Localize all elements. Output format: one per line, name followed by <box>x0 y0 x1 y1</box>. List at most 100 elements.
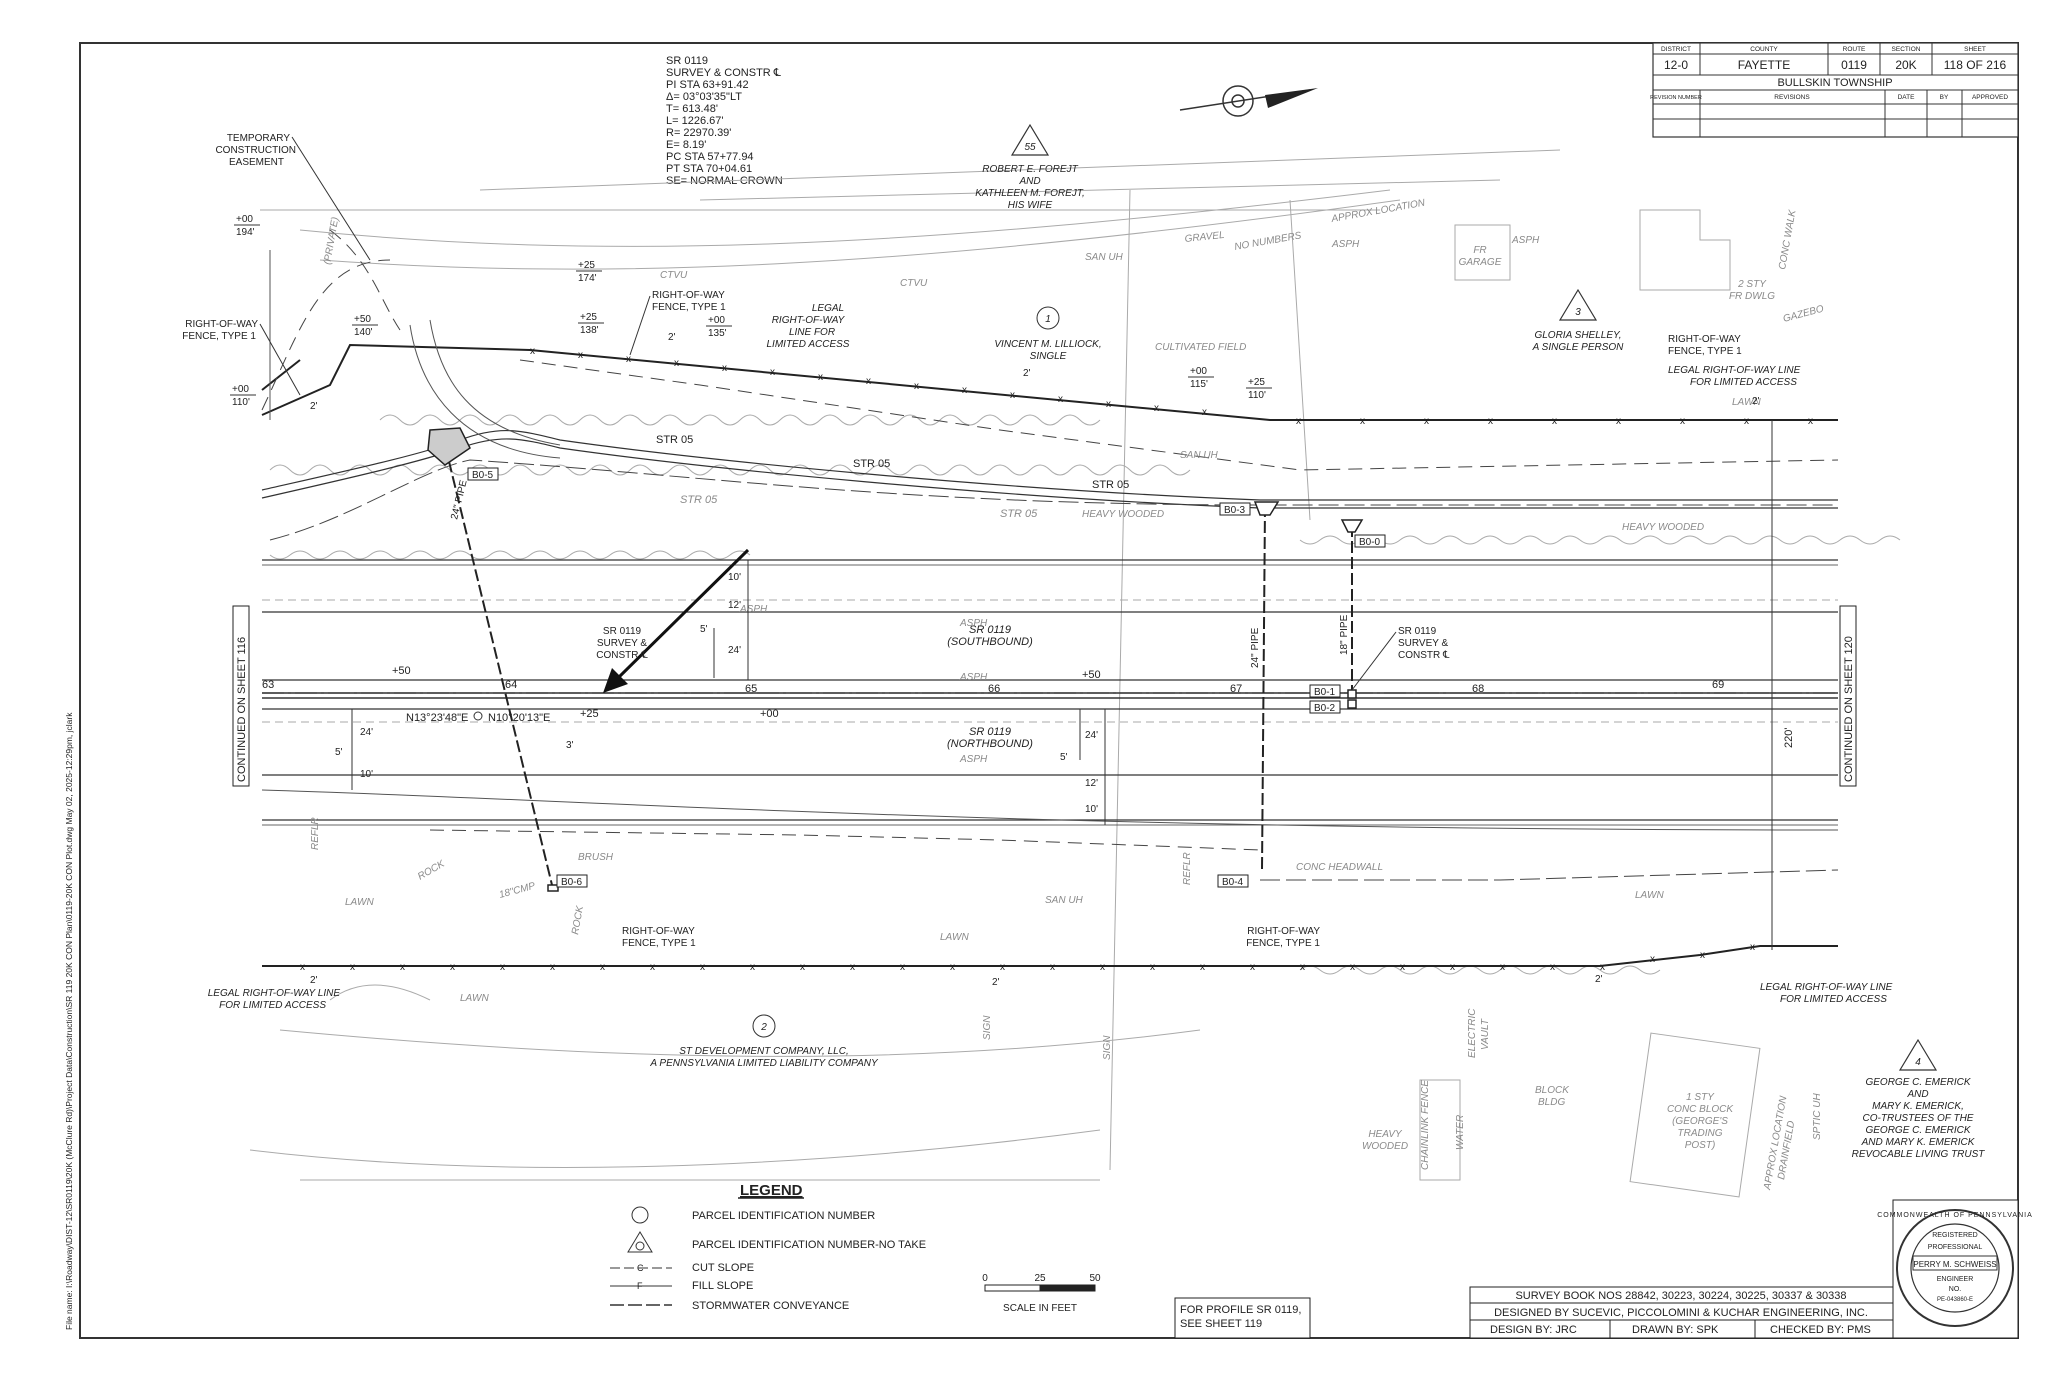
svg-text:+50: +50 <box>392 665 411 677</box>
svg-text:69: 69 <box>1712 679 1724 691</box>
svg-text:SR 0119: SR 0119 <box>666 55 708 67</box>
svg-text:+00: +00 <box>236 214 253 225</box>
svg-text:PROFESSIONAL: PROFESSIONAL <box>1928 1244 1983 1251</box>
svg-text:2': 2' <box>1752 396 1760 407</box>
svg-text:DESIGNED BY SUCEVIC, PICCOLOMI: DESIGNED BY SUCEVIC, PICCOLOMINI & KUCHA… <box>1494 1307 1868 1319</box>
svg-text:PC STA 57+77.94: PC STA 57+77.94 <box>666 151 754 163</box>
stream-labels: STR 05 STR 05 STR 05 STR 05 STR 05 <box>656 434 1129 520</box>
svg-text:x: x <box>1360 416 1365 427</box>
svg-text:A PENNSYLVANIA LIMITED LIABILI: A PENNSYLVANIA LIMITED LIABILITY COMPANY <box>649 1058 879 1069</box>
svg-text:x: x <box>818 372 823 383</box>
svg-text:TEMPORARY: TEMPORARY <box>227 133 290 144</box>
svg-text:GEORGE C. EMERICK: GEORGE C. EMERICK <box>1865 1077 1971 1088</box>
survey-constr-label-right: SR 0119 SURVEY & CONSTR ℄ <box>1351 626 1450 691</box>
svg-text:x: x <box>1650 954 1655 965</box>
svg-text:x: x <box>1744 416 1749 427</box>
svg-text:x: x <box>750 962 755 973</box>
svg-text:RIGHT-OF-WAY: RIGHT-OF-WAY <box>772 315 846 326</box>
svg-text:ENGINEER: ENGINEER <box>1937 1276 1974 1283</box>
svg-text:x: x <box>962 385 967 396</box>
svg-text:SAN UH: SAN UH <box>1045 895 1084 906</box>
svg-text:E= 8.19': E= 8.19' <box>666 139 706 151</box>
svg-text:24': 24' <box>1085 730 1098 741</box>
svg-text:LINE FOR: LINE FOR <box>789 327 835 338</box>
svg-text:LAWN: LAWN <box>1732 397 1761 408</box>
svg-text:x: x <box>850 962 855 973</box>
svg-text:GLORIA SHELLEY,: GLORIA SHELLEY, <box>1534 330 1621 341</box>
parcel-triangle-icon <box>1558 288 1598 321</box>
svg-text:SIGN: SIGN <box>982 1015 993 1040</box>
svg-text:PARCEL IDENTIFICATION NUMBER-N: PARCEL IDENTIFICATION NUMBER-NO TAKE <box>692 1239 926 1251</box>
svg-text:FILL SLOPE: FILL SLOPE <box>692 1280 753 1292</box>
footer-block: SURVEY BOOK NOS 28842, 30223, 30224, 302… <box>1469 1286 1894 1339</box>
svg-text:VAULT: VAULT <box>1480 1018 1491 1050</box>
svg-text:0: 0 <box>982 1273 988 1284</box>
svg-text:+00: +00 <box>760 708 779 720</box>
svg-text:x: x <box>1550 962 1555 973</box>
svg-text:x: x <box>1058 394 1063 405</box>
svg-text:PARCEL IDENTIFICATION NUMBER: PARCEL IDENTIFICATION NUMBER <box>692 1210 875 1222</box>
structure-b06-icon <box>547 884 559 892</box>
svg-text:138': 138' <box>580 325 599 336</box>
svg-text:135': 135' <box>708 328 727 339</box>
row-fence-upper <box>261 343 1838 421</box>
svg-text:(PRIVATE): (PRIVATE) <box>322 216 341 265</box>
svg-text:x: x <box>914 381 919 392</box>
svg-text:NO.: NO. <box>1949 1286 1962 1293</box>
svg-text:ASPH: ASPH <box>1331 239 1360 250</box>
svg-text:x: x <box>578 350 583 361</box>
svg-text:x: x <box>1700 950 1705 961</box>
svg-text:x: x <box>550 962 555 973</box>
svg-text:2': 2' <box>668 332 676 343</box>
svg-text:F: F <box>637 1281 643 1291</box>
svg-text:2': 2' <box>992 977 1000 988</box>
north-arrow-icon <box>1179 85 1318 117</box>
svg-text:x: x <box>800 962 805 973</box>
survey-constr-label-left: SR 0119 SURVEY & CONSTR ℄ <box>596 626 648 661</box>
svg-text:3: 3 <box>1575 307 1581 318</box>
legend-parcel-circle-icon <box>631 1206 649 1224</box>
legend-title: LEGEND <box>740 1182 803 1199</box>
row-fence-label-top: RIGHT-OF-WAY FENCE, TYPE 1 <box>629 290 726 356</box>
svg-text:68: 68 <box>1472 683 1484 695</box>
svg-text:HEAVY: HEAVY <box>1368 1129 1403 1140</box>
private-drive <box>269 250 561 459</box>
svg-text:B0-3: B0-3 <box>1224 505 1246 516</box>
svg-text:x: x <box>450 962 455 973</box>
svg-text:FOR LIMITED ACCESS: FOR LIMITED ACCESS <box>219 1000 326 1011</box>
svg-text:2': 2' <box>1595 974 1603 985</box>
svg-text:WATER: WATER <box>1455 1115 1466 1150</box>
title-block: DISTRICT COUNTY ROUTE SECTION SHEET 12-0… <box>1650 42 2019 138</box>
svg-text:x: x <box>1616 416 1621 427</box>
svg-text:GEORGE C. EMERICK: GEORGE C. EMERICK <box>1865 1125 1971 1136</box>
svg-text:REGISTERED: REGISTERED <box>1932 1232 1978 1239</box>
tb-rev-number: REVISION NUMBER <box>1650 95 1702 101</box>
svg-text:RIGHT-OF-WAY: RIGHT-OF-WAY <box>185 319 258 330</box>
row-fence-label-lower-right: RIGHT-OF-WAY FENCE, TYPE 1 <box>1246 926 1320 949</box>
svg-text:+00: +00 <box>1190 366 1207 377</box>
svg-text:10': 10' <box>728 572 741 583</box>
pipe-label-left: 24" PIPE <box>449 479 469 521</box>
svg-text:1: 1 <box>1045 314 1051 325</box>
svg-text:(SOUTHBOUND): (SOUTHBOUND) <box>947 636 1033 648</box>
svg-text:LAWN: LAWN <box>460 993 489 1004</box>
svg-text:x: x <box>770 367 775 378</box>
pipes <box>444 444 1353 886</box>
file-name: File name: I:\Roadway\DIST-12\SR0119\20K… <box>64 712 74 1330</box>
svg-text:HEAVY WOODED: HEAVY WOODED <box>1082 509 1164 520</box>
tb-by: BY <box>1940 94 1949 101</box>
svg-text:x: x <box>1296 416 1301 427</box>
svg-text:CONC WALK: CONC WALK <box>1777 208 1799 271</box>
bearing-2: N10°20'13"E <box>488 712 550 724</box>
svg-text:LAWN: LAWN <box>940 932 969 943</box>
svg-text:VINCENT M. LILLIOCK,: VINCENT M. LILLIOCK, <box>994 339 1101 350</box>
svg-text:25: 25 <box>1034 1273 1046 1284</box>
svg-text:140': 140' <box>354 327 373 338</box>
sheet-border <box>79 42 2019 1339</box>
svg-text:x: x <box>1808 416 1813 427</box>
svg-text:CONSTR ℄: CONSTR ℄ <box>596 650 648 661</box>
tb-district: 12-0 <box>1664 58 1688 72</box>
svg-text:AND: AND <box>1906 1089 1928 1100</box>
svg-text:ASPH: ASPH <box>739 604 768 615</box>
